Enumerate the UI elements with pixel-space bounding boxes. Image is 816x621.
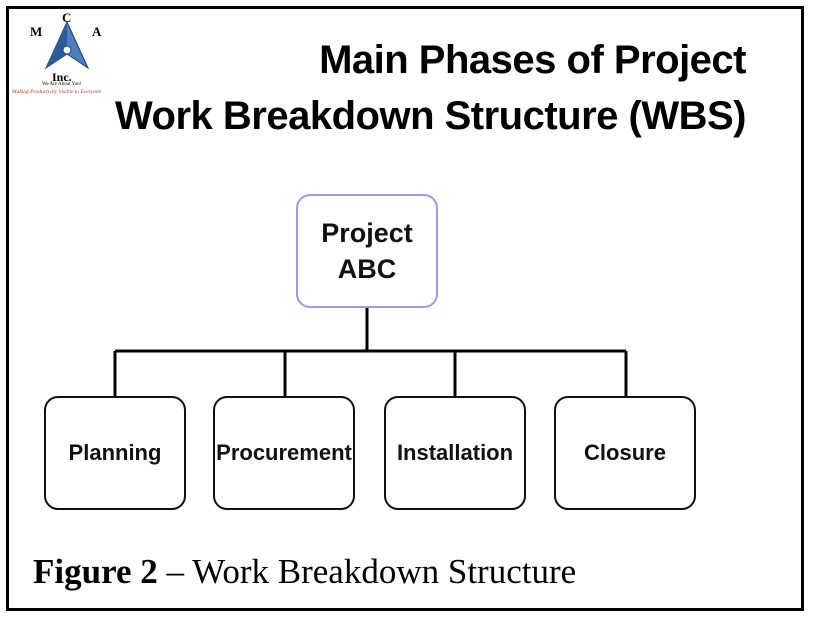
wbs-node-planning: Planning — [44, 396, 186, 510]
caption-text: – Work Breakdown Structure — [157, 552, 577, 591]
figure-caption: Figure 2 – Work Breakdown Structure — [33, 552, 576, 592]
mca-logo: M C A Inc. We Are About You! Making Prod… — [12, 10, 122, 100]
root-node-line1: Project — [321, 218, 413, 248]
figure-number: Figure 2 — [33, 552, 158, 591]
title-line-1: Main Phases of Project — [319, 38, 746, 82]
logo-slogan: Making Productivity Visible to Everyone — [12, 89, 102, 95]
logo-letter-a: A — [92, 24, 102, 39]
logo-tagline: We Are About You! — [42, 82, 82, 87]
wbs-node-procurement: Procurement — [213, 396, 355, 510]
wbs-node-closure: Closure — [554, 396, 696, 510]
compass-triangle-icon — [44, 20, 90, 70]
logo-letter-c: C — [62, 10, 72, 25]
wbs-node-installation: Installation — [384, 396, 526, 510]
node-label: Installation — [396, 440, 514, 465]
title-line-2: Work Breakdown Structure (WBS) — [115, 94, 747, 138]
wbs-root-node: Project ABC — [296, 194, 438, 308]
node-label: Procurement — [216, 440, 352, 465]
logo-letter-m: M — [30, 24, 43, 39]
root-node-line2: ABC — [337, 254, 397, 284]
figure-frame — [6, 6, 804, 611]
node-label: Closure — [584, 440, 666, 465]
node-label: Planning — [68, 440, 162, 465]
logo-inc: Inc. — [52, 70, 72, 84]
